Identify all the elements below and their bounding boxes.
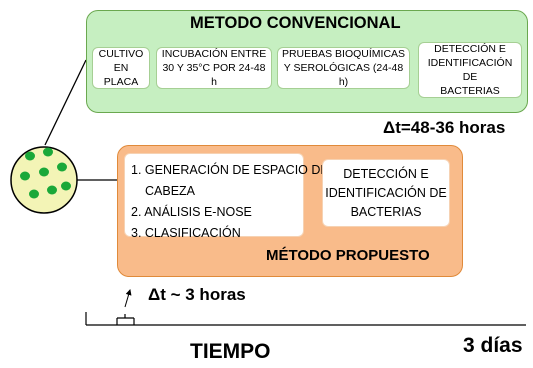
pointer-arrow-icon (124, 289, 132, 308)
proposed-step-2: 2. ANÁLISIS E-NOSE (131, 205, 252, 219)
proposed-step-1: 1. GENERACIÓN DE ESPACIO DE (131, 163, 329, 177)
conventional-delta-time: Δt=48-36 horas (383, 118, 506, 137)
conventional-method-title: METODO CONVENCIONAL (190, 14, 401, 32)
proposed-steps-box: 1. GENERACIÓN DE ESPACIO DE CABEZA 2. AN… (124, 153, 329, 240)
proposed-method-title: MÉTODO PROPUESTO (266, 247, 430, 264)
proposed-step-3: 3. CLASIFICACIÓN (131, 226, 241, 240)
timeline-label: TIEMPO (190, 340, 271, 363)
proposed-delta-time: Δt ~ 3 horas (148, 285, 246, 304)
petri-dish-icon (10, 146, 78, 214)
petri-to-conventional-line (44, 59, 87, 146)
proposed-step-1-cont: CABEZA (145, 184, 196, 198)
timeline-end-label: 3 días (463, 334, 523, 357)
timeline-axis (85, 312, 526, 326)
